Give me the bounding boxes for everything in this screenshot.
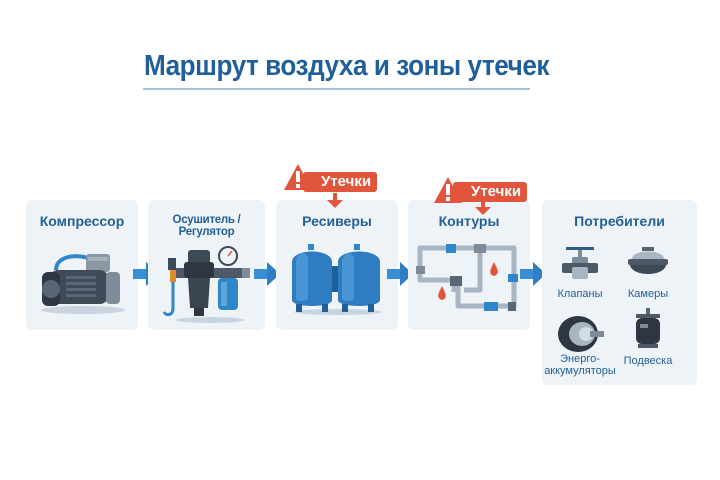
flow-arrow-icon [254, 262, 280, 286]
leak-label: Утечки [303, 172, 378, 192]
stage-dryer-regulator: Осушитель / Регулятор [148, 200, 265, 330]
dryer-regulator-icon [162, 246, 250, 323]
compressor-icon [41, 254, 125, 314]
stage-label: Потребители [574, 213, 665, 229]
leak-label: Утечки [453, 182, 528, 202]
stage-label: Ресиверы [302, 213, 372, 229]
consumer-label: Клапаны [557, 288, 603, 300]
spring-brake-icon [558, 316, 604, 352]
flow-arrow-icon [520, 262, 546, 286]
consumer-label-line: Энерго- [560, 353, 600, 365]
brake-chamber-icon [628, 247, 668, 274]
stage-contours: Контуры [408, 200, 530, 330]
page-title: Маршрут воздуха и зоны утечек [144, 50, 550, 82]
air-suspension-icon [636, 308, 660, 348]
consumer-label: Подвеска [623, 355, 673, 367]
stage-label: Осушитель / Регулятор [172, 214, 241, 238]
pipe-circuits-icon [416, 244, 518, 311]
stage-consumers: Потребители Клапаны Камеры Энерго- аккум… [542, 200, 697, 385]
down-arrow-icon [475, 202, 491, 215]
stage-label: Компрессор [39, 213, 125, 229]
stage-receivers: Ресиверы [276, 200, 398, 330]
title-underline [143, 88, 530, 90]
flow-arrow-icon [387, 262, 413, 286]
air-tanks-icon [292, 244, 382, 315]
consumer-label: Энерго- аккумуляторы [542, 353, 618, 377]
consumer-label-line: аккумуляторы [544, 365, 616, 377]
stage-compressor: Компрессор [26, 200, 138, 330]
stage-label: Контуры [438, 213, 500, 229]
consumer-label: Камеры [627, 288, 669, 300]
down-arrow-icon [327, 193, 343, 208]
valve-icon [562, 247, 598, 279]
